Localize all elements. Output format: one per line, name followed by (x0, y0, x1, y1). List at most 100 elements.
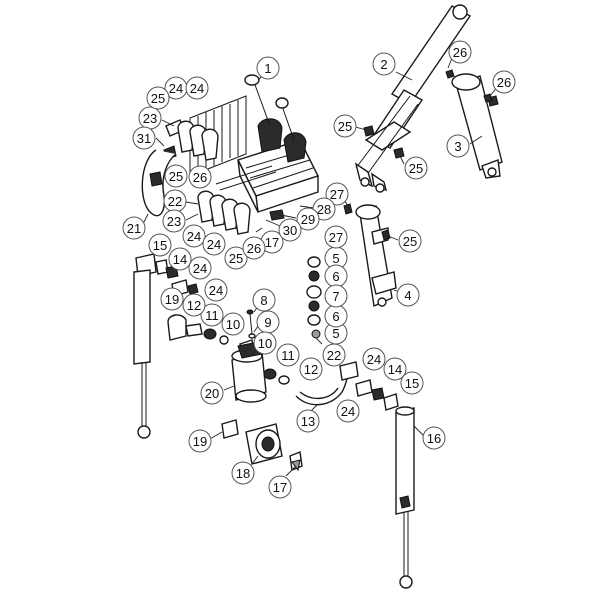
callout-c24c: 24 (182, 224, 206, 248)
hose-part-21 (141, 149, 177, 217)
callout-number: 15 (153, 238, 167, 253)
callout-c24e: 24 (188, 256, 212, 280)
callout-c4: 4 (396, 283, 420, 307)
callout-number: 25 (229, 251, 243, 266)
callout-c11b: 11 (276, 343, 300, 367)
callout-circle (325, 182, 349, 206)
callout-c24f: 24 (204, 278, 228, 302)
leader-21 (143, 213, 149, 223)
callout-c26c: 26 (448, 40, 472, 64)
screws-parts-8-9 (246, 309, 256, 339)
callout-c22a: 22 (163, 189, 187, 213)
callout-number: 11 (205, 308, 219, 323)
callout-number: 26 (247, 241, 261, 256)
callout-c17a: 17 (260, 230, 284, 254)
callout-number: 17 (265, 235, 279, 250)
callout-c10b: 10 (253, 331, 277, 355)
rod-cylinder-part-16 (395, 406, 415, 589)
callout-number: 22 (168, 194, 182, 209)
callout-c14a: 14 (168, 247, 192, 271)
callout-circle (276, 343, 300, 367)
callout-number: 5 (332, 326, 339, 341)
callout-circle (182, 293, 206, 317)
callout-circle (188, 165, 212, 189)
leader-22-a (185, 201, 199, 205)
callout-circle (224, 246, 248, 270)
leader-20 (223, 385, 235, 391)
callout-circle (146, 86, 170, 110)
leader-22-b (315, 337, 323, 345)
callout-c24a: 24 (164, 76, 188, 100)
callout-c25f: 25 (398, 229, 422, 253)
callout-circle (396, 283, 420, 307)
callout-circle (492, 70, 516, 94)
leader-17-b (285, 465, 297, 477)
hose-part-13 (263, 361, 359, 406)
pump-assembly-part-18 (221, 419, 303, 472)
callout-circle (202, 232, 226, 256)
callout-c23a: 23 (138, 106, 162, 130)
callout-circle (122, 216, 146, 240)
leader-31 (155, 137, 165, 147)
callout-c18: 18 (231, 461, 255, 485)
callout-circle (200, 381, 224, 405)
callout-number: 25 (403, 234, 417, 249)
callout-circle (200, 303, 224, 327)
callout-circle (204, 278, 228, 302)
callout-circle (256, 56, 280, 80)
leader-lines (143, 57, 499, 477)
callout-number: 25 (169, 169, 183, 184)
callout-circle (324, 225, 348, 249)
lower-fittings-row (197, 165, 277, 235)
callout-circle (160, 287, 184, 311)
callout-number: 24 (367, 352, 381, 367)
callout-number: 7 (332, 289, 339, 304)
callout-number: 28 (317, 202, 331, 217)
callout-c29: 29 (296, 207, 320, 231)
callout-circle (132, 126, 156, 150)
callout-c6a: 6 (324, 264, 348, 288)
callout-c19a: 19 (160, 287, 184, 311)
callout-number: 24 (341, 404, 355, 419)
callout-number: 9 (264, 315, 271, 330)
callout-number: 3 (454, 139, 461, 154)
callout-c24b: 24 (185, 76, 209, 100)
callout-number: 24 (169, 81, 183, 96)
leader-16 (413, 425, 425, 437)
callout-c27a: 27 (325, 182, 349, 206)
callout-number: 14 (173, 252, 187, 267)
callout-number: 20 (205, 386, 219, 401)
right-fittings-parts-14-15 (355, 379, 399, 411)
callout-c25a: 25 (146, 86, 170, 110)
leader-23-a (161, 119, 175, 127)
callout-number: 24 (209, 283, 223, 298)
callout-c30: 30 (278, 218, 302, 242)
callout-circle (268, 475, 292, 499)
callout-circle (296, 207, 320, 231)
callout-circle (400, 371, 424, 395)
callout-c15a: 15 (148, 233, 172, 257)
leader-25-b (399, 155, 405, 165)
callout-circle (322, 343, 346, 367)
callout-number: 24 (190, 81, 204, 96)
callout-c26d: 26 (492, 70, 516, 94)
callout-number: 19 (193, 434, 207, 449)
callout-circle (188, 256, 212, 280)
fitting-stack-parts-5-6-7 (306, 256, 322, 339)
callout-c25c: 25 (224, 246, 248, 270)
callout-c13: 13 (296, 409, 320, 433)
callout-circle (278, 218, 302, 242)
callout-c3: 3 (446, 134, 470, 158)
callout-number: 4 (404, 288, 411, 303)
callout-circle (253, 331, 277, 355)
leader-2 (395, 71, 413, 81)
callout-c9: 9 (256, 310, 280, 334)
callout-circle (168, 247, 192, 271)
leader-29 (275, 213, 297, 219)
callout-number: 18 (236, 466, 250, 481)
callout-c26a: 26 (188, 165, 212, 189)
callout-circle (446, 134, 470, 158)
callout-circle (185, 76, 209, 100)
cylinder-part-3 (451, 73, 503, 179)
